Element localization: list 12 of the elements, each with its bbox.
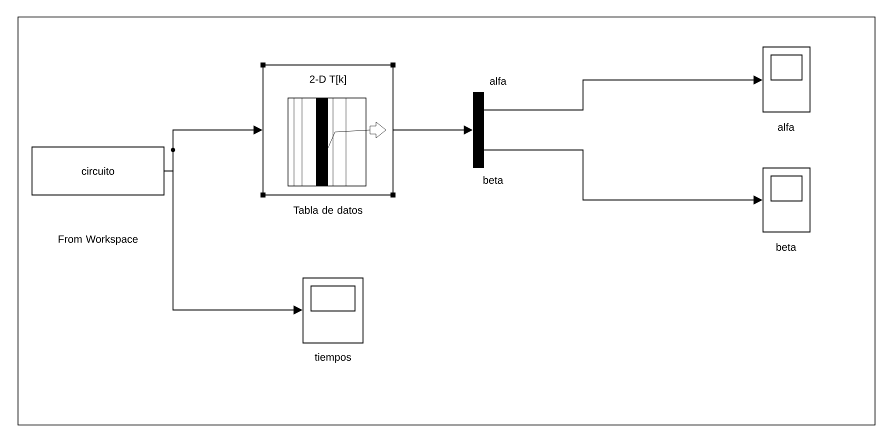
block-label: alfa	[490, 77, 506, 85]
block-label: Tabla de datos	[294, 206, 362, 214]
scope-block	[762, 46, 810, 112]
block-label: alfa	[778, 123, 794, 131]
lookup-table-block: 2-D T[k]	[260, 62, 396, 198]
block-label: tiempos	[314, 353, 351, 363]
scope-block	[302, 278, 364, 344]
block-label: beta	[776, 243, 796, 251]
scope-block	[762, 168, 810, 232]
block-label: From Workspace	[58, 235, 138, 245]
source-block: circuito	[32, 146, 164, 196]
block-label: beta	[483, 176, 504, 184]
